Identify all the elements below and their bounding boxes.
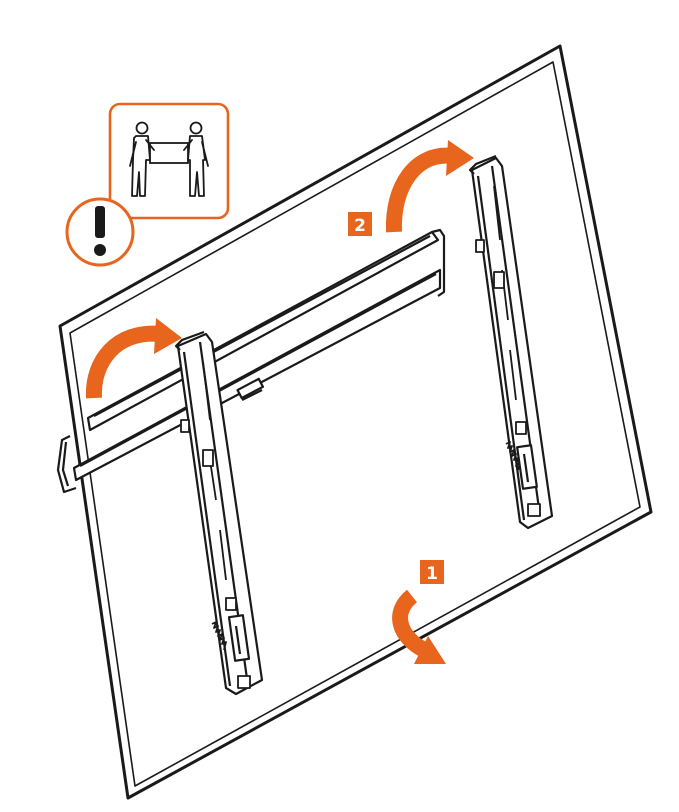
left-bracket <box>174 330 264 696</box>
left-hang-arrow <box>85 318 182 399</box>
tilt-arrow <box>392 589 446 664</box>
step-1-label: 1 <box>426 564 438 584</box>
wall-rail <box>56 228 446 494</box>
right-bracket <box>468 154 554 530</box>
step-badge-1: 1 <box>420 560 444 584</box>
step-badge-2: 2 <box>348 212 372 236</box>
right-hang-arrow <box>385 140 474 233</box>
step-2-label: 2 <box>354 216 366 236</box>
two-person-lift-icon <box>108 102 230 220</box>
exclamation-icon <box>65 197 135 267</box>
